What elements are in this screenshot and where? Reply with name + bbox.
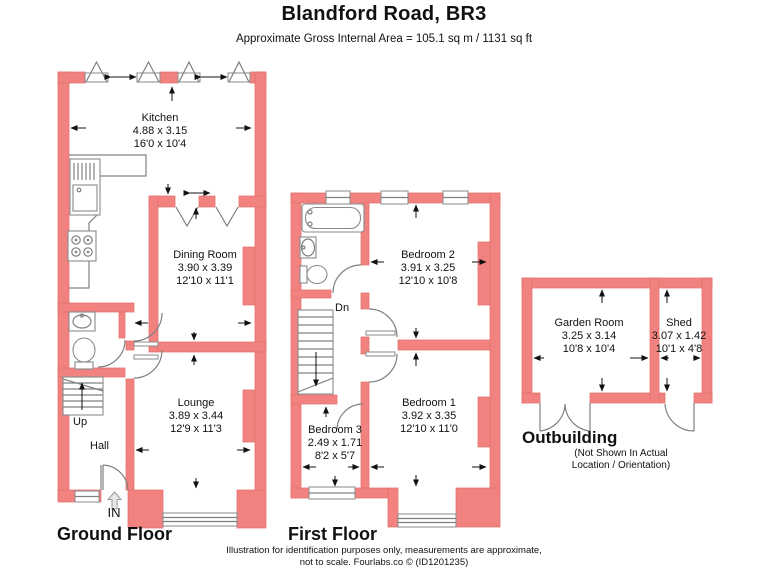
room-dims-imperial: 10'1 x 4'8	[655, 343, 703, 355]
room-dims-imperial: 12'10 x 10'8	[398, 275, 458, 287]
first-floor-doors	[332, 264, 398, 431]
room-dims-metric: 3.91 x 3.25	[400, 262, 456, 274]
outbuilding-note-line2: Location / Orientation)	[571, 460, 671, 471]
outbuilding-walls	[521, 277, 713, 404]
room-dims-metric: 3.90 x 3.39	[177, 262, 233, 274]
room-dims-metric: 4.88 x 3.15	[132, 125, 188, 137]
stairs-up-icon	[62, 376, 104, 416]
kitchen-sink-unit-icon	[69, 158, 101, 216]
room-dims-metric: 3.25 x 3.14	[561, 330, 617, 342]
room-name: Dining Room	[173, 249, 237, 261]
outbuilding-title: Outbuilding	[522, 428, 618, 447]
disclaimer-line1: Illustration for identification purposes…	[226, 545, 542, 556]
wc-basin-icon	[68, 311, 96, 332]
first-floor-plan	[290, 190, 501, 528]
room-dims-metric: 3.89 x 3.44	[168, 410, 224, 422]
room-dims-metric: 3.07 x 1.42	[651, 330, 707, 342]
shed-label: Shed 3.07 x 1.42 10'1 x 4'8	[652, 317, 706, 356]
page-title: Blandford Road, BR3	[281, 3, 487, 25]
room-name: Garden Room	[554, 317, 624, 329]
ground-floor-plan	[57, 60, 267, 529]
room-dims-imperial: 12'10 x 11'1	[176, 275, 234, 287]
outbuilding-dimension-arrows	[533, 289, 701, 392]
stairs-up-label: Up	[73, 416, 88, 428]
hall-label: Hall	[90, 440, 109, 452]
ground-dimension-arrows	[70, 74, 252, 489]
bathroom-toilet-icon	[299, 264, 328, 285]
first-floor-windows	[308, 190, 469, 528]
room-dims-imperial: 12'10 x 11'0	[400, 423, 458, 435]
hob-icon	[67, 230, 97, 262]
disclaimer: Illustration for identification purposes…	[0, 545, 768, 568]
bedroom-3-label: Bedroom 3 2.49 x 1.71 8'2 x 5'7	[308, 424, 362, 463]
page-subtitle: Approximate Gross Internal Area = 105.1 …	[235, 33, 533, 45]
ground-floor-doors	[97, 312, 163, 491]
lounge-label: Lounge 3.89 x 3.44 12'9 x 11'3	[169, 397, 223, 436]
room-dims-imperial: 8'2 x 5'7	[314, 450, 356, 462]
garden-room-label: Garden Room 3.25 x 3.14 10'8 x 10'4	[554, 317, 623, 356]
dining-room-label: Dining Room 3.90 x 3.39 12'10 x 11'1	[173, 249, 237, 288]
bath-icon	[301, 203, 365, 233]
ground-floor-walls	[57, 71, 267, 529]
first-floor-dimension-arrows	[302, 204, 487, 487]
outbuilding-note: (Not Shown In Actual Location / Orientat…	[572, 448, 670, 472]
stairs-down-label: Dn	[335, 302, 350, 314]
bedroom-1-label: Bedroom 1 3.92 x 3.35 12'10 x 11'0	[400, 397, 458, 436]
entrance-in-label: IN	[107, 505, 121, 520]
room-name: Bedroom 3	[308, 424, 362, 436]
room-dims-imperial: 12'9 x 11'3	[170, 423, 222, 435]
room-name: Bedroom 1	[402, 397, 456, 409]
room-dims-imperial: 10'8 x 10'4	[562, 343, 616, 355]
room-name: Kitchen	[141, 112, 179, 124]
bathroom-basin-icon	[299, 236, 317, 259]
ground-floor-title: Ground Floor	[57, 524, 172, 544]
entrance-arrow-icon	[106, 491, 123, 510]
first-floor-title: First Floor	[288, 524, 377, 544]
outbuilding-doors	[539, 403, 695, 432]
room-dims-imperial: 16'0 x 10'4	[133, 138, 187, 150]
room-dims-metric: 2.49 x 1.71	[307, 437, 363, 449]
outbuilding-note-line1: (Not Shown In Actual	[574, 448, 668, 459]
bedroom-2-label: Bedroom 2 3.91 x 3.25 12'10 x 10'8	[399, 249, 458, 288]
kitchen-label: Kitchen 4.88 x 3.15 16'0 x 10'4	[133, 112, 187, 151]
wc-toilet-icon	[72, 337, 96, 370]
ground-floor-windows	[74, 60, 251, 527]
stairs-down-icon	[297, 309, 334, 395]
room-name: Bedroom 2	[401, 249, 455, 261]
room-name: Lounge	[177, 397, 215, 409]
outbuilding-plan	[521, 277, 713, 432]
room-name: Shed	[666, 317, 692, 329]
disclaimer-line2: not to scale. Fourlabs.co © (ID1201235)	[299, 556, 469, 568]
room-dims-metric: 3.92 x 3.35	[401, 410, 457, 422]
